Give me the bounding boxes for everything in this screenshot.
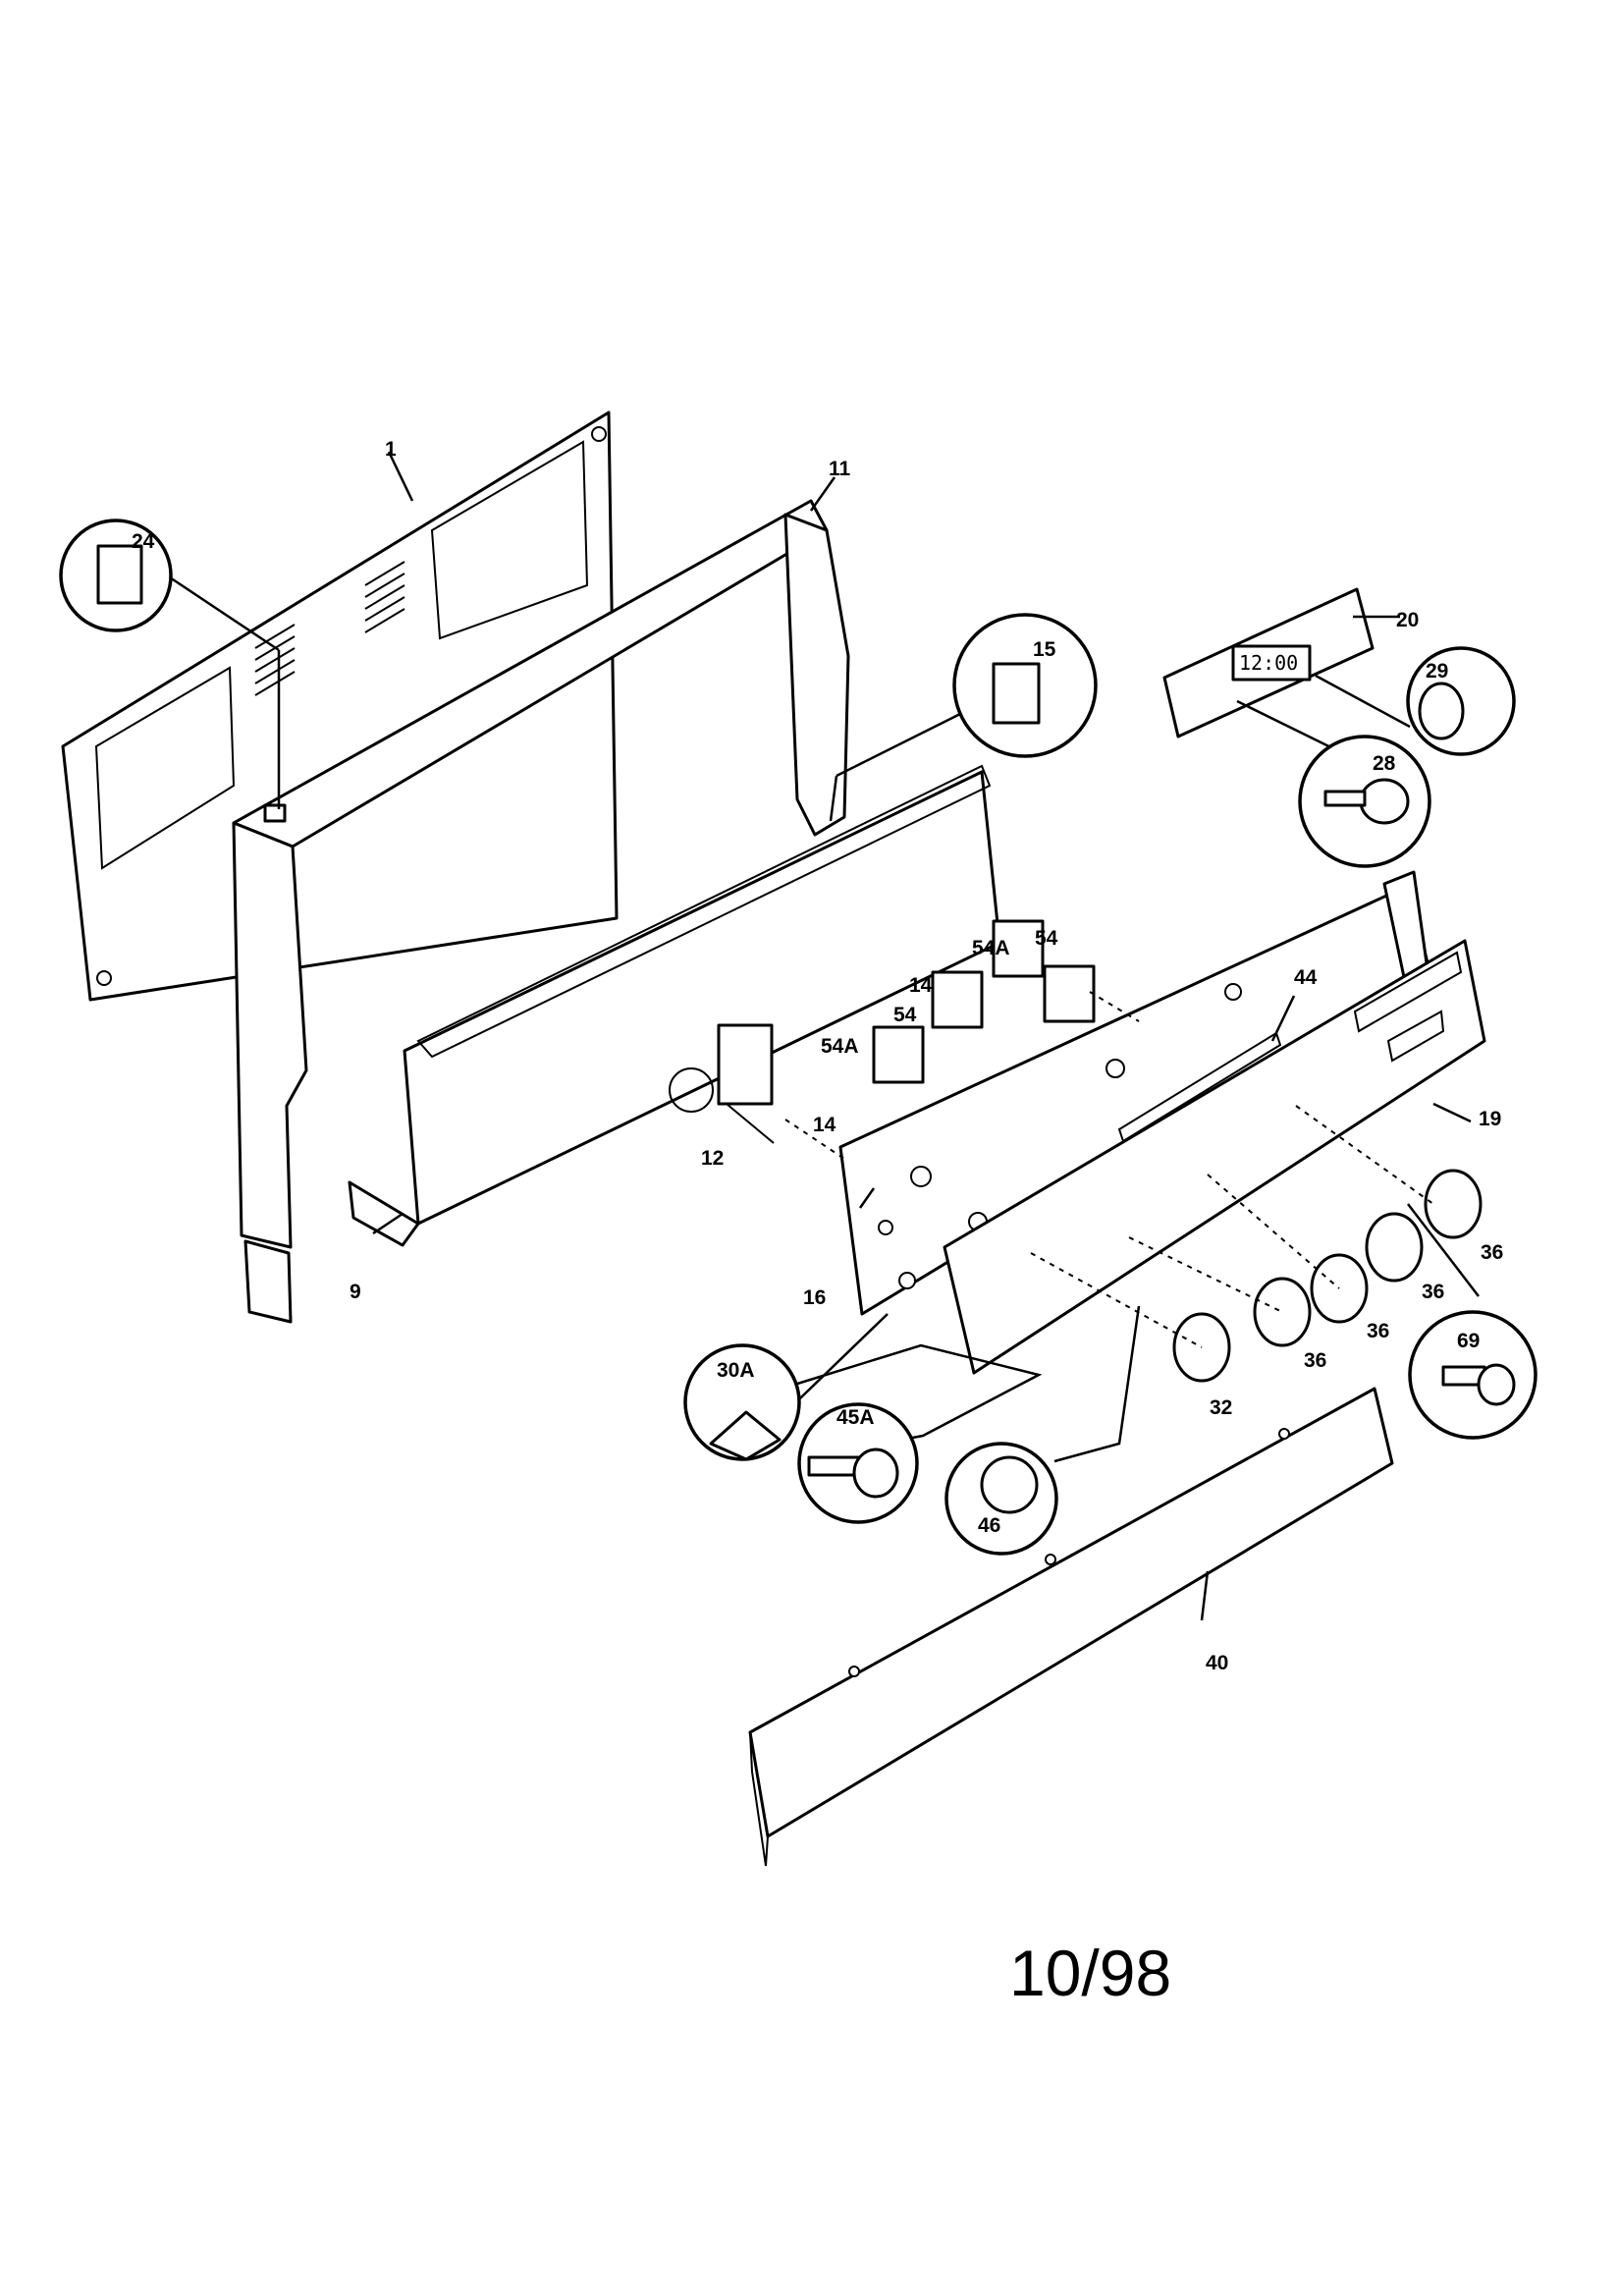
callout-circle-28 [1298, 735, 1431, 868]
label-69: 69 [1457, 1330, 1480, 1352]
label-30a: 30A [717, 1359, 755, 1382]
label-16: 16 [803, 1286, 826, 1309]
label-19: 19 [1479, 1108, 1501, 1130]
date-code: 10/98 [1009, 1937, 1171, 2009]
callout-circle-30a [683, 1343, 801, 1461]
label-28: 28 [1373, 752, 1396, 775]
label-36-c: 36 [1367, 1320, 1389, 1342]
label-36-a: 36 [1481, 1241, 1503, 1264]
callout-circle-46 [944, 1442, 1058, 1556]
label-20: 20 [1396, 609, 1419, 631]
label-9: 9 [350, 1281, 361, 1303]
thermostat-part-12 [669, 1023, 775, 1144]
label-14-top: 14 [909, 974, 933, 997]
side-frame-part-11 [232, 499, 850, 1324]
label-29: 29 [1426, 660, 1448, 683]
assembly-lines [784, 991, 1434, 1348]
label-1: 1 [385, 438, 397, 461]
label-40: 40 [1206, 1652, 1228, 1674]
clock-module-part-20: 12:00 [1162, 587, 1375, 738]
label-54-top: 54 [1035, 927, 1058, 950]
callout-circle-24 [59, 519, 173, 632]
trim-strip-part-40 [748, 1387, 1394, 1867]
part-labels: 1 11 24 15 20 29 28 54 54A 14 54 54A 44 … [132, 438, 1503, 1674]
callout-circle-69 [1408, 1310, 1537, 1440]
clock-display-text: 12:00 [1239, 651, 1298, 675]
callout-circle-15 [952, 613, 1098, 758]
label-45a: 45A [836, 1406, 875, 1429]
label-54a-mid: 54A [821, 1035, 859, 1058]
label-15: 15 [1033, 638, 1056, 661]
label-14-bottom: 14 [813, 1114, 836, 1136]
label-11: 11 [829, 458, 851, 480]
label-32: 32 [1210, 1396, 1232, 1419]
callout-circle-45a [797, 1402, 919, 1524]
label-54-mid: 54 [893, 1004, 917, 1026]
label-36-d: 36 [1304, 1349, 1326, 1372]
callout-circle-29 [1406, 646, 1516, 756]
label-36-b: 36 [1422, 1281, 1444, 1303]
rear-panel-part-1 [61, 410, 619, 1002]
infinite-switches [872, 919, 1096, 1084]
control-overlay-part-19 [943, 939, 1486, 1375]
label-24: 24 [132, 530, 155, 553]
label-46: 46 [978, 1514, 1000, 1537]
label-54a-top: 54A [972, 937, 1010, 959]
label-44: 44 [1294, 966, 1318, 989]
label-12: 12 [701, 1147, 724, 1170]
